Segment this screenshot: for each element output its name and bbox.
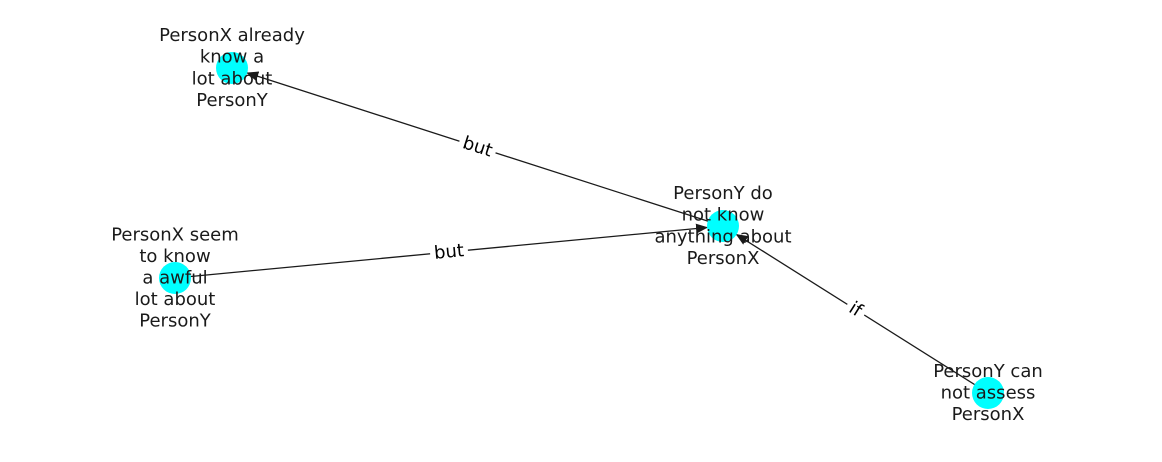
node-label-line: PersonX bbox=[687, 248, 760, 269]
node-label-line: lot about bbox=[135, 289, 216, 310]
node-label-line: PersonX seem bbox=[111, 224, 239, 245]
nodes-layer bbox=[159, 52, 1004, 409]
node-label-line: to know bbox=[139, 246, 210, 267]
node-label-line: know a bbox=[200, 47, 264, 68]
node-circle-n2 bbox=[707, 210, 739, 242]
edge-labels-layer: but but if bbox=[429, 130, 871, 325]
edge-label: but bbox=[460, 132, 495, 161]
node-label-line: anything about bbox=[654, 226, 791, 247]
edges-layer bbox=[174, 71, 989, 394]
node-label-line: not assess bbox=[941, 383, 1036, 404]
edge-label-group: but bbox=[455, 130, 500, 164]
node-circle-n4 bbox=[972, 377, 1004, 409]
node-label-line: PersonY do bbox=[673, 183, 773, 204]
node-label-line: PersonX already bbox=[159, 25, 305, 46]
node-label-line: PersonX bbox=[952, 404, 1025, 425]
node-label-line: not know bbox=[682, 205, 765, 226]
edge-label-background bbox=[841, 294, 871, 325]
node-label-line: lot about bbox=[192, 68, 273, 89]
node-circle-n3 bbox=[159, 262, 191, 294]
edge-label-group: if bbox=[841, 294, 871, 325]
node-label-line: PersonY bbox=[196, 90, 268, 111]
edge-label-group: but bbox=[429, 238, 469, 266]
node-label-line: PersonY can bbox=[933, 361, 1043, 382]
edge-label: but bbox=[433, 240, 465, 264]
edge-label-background bbox=[429, 238, 469, 266]
node-label-line: PersonY bbox=[139, 311, 211, 332]
edge-label-background bbox=[455, 130, 500, 164]
node-circle-n1 bbox=[216, 52, 248, 84]
node-label-line: a awful bbox=[142, 268, 207, 289]
